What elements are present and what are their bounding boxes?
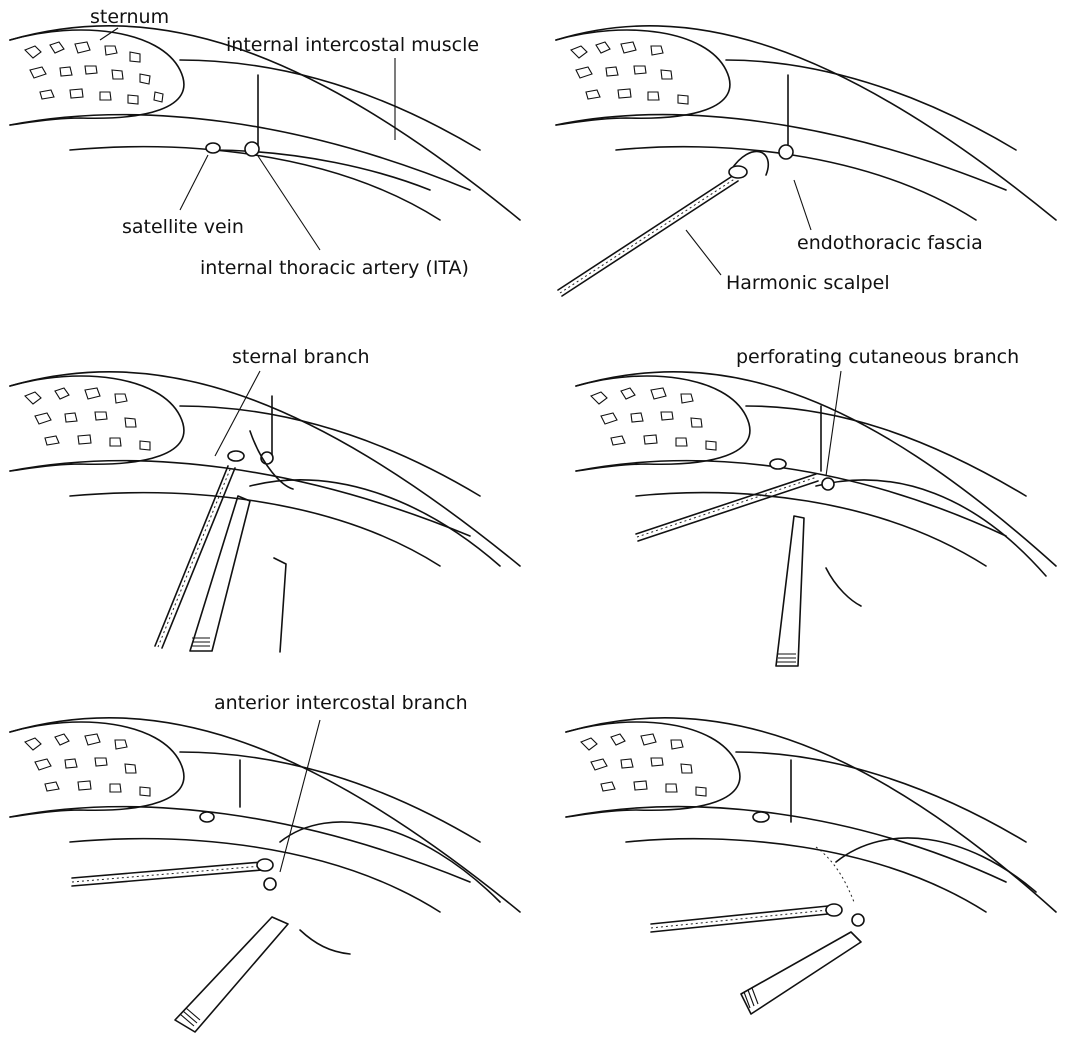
panel-4: perforating cutaneous branch: [536, 346, 1072, 692]
panel-2-drawing: [536, 0, 1072, 346]
chest-wall: [556, 26, 1056, 220]
sternum-trabecular-pattern: [25, 734, 150, 796]
label-anterior-intercostal-branch: anterior intercostal branch: [214, 692, 468, 714]
label-internal-thoracic-artery: internal thoracic artery (ITA): [200, 257, 469, 279]
panel-3: sternal branch: [0, 346, 536, 692]
label-satellite-vein: satellite vein: [122, 216, 244, 238]
sternum-outline: [10, 722, 184, 817]
label-harmonic-scalpel: Harmonic scalpel: [726, 272, 890, 294]
panel-6: [536, 692, 1072, 1038]
retractor-shape: [741, 932, 861, 1014]
ita-shape: [264, 878, 276, 890]
retractor-shape: [175, 917, 288, 1032]
sternum-trabecular-pattern: [25, 388, 150, 450]
satellite-vein-shape: [200, 812, 214, 822]
chest-wall: [566, 718, 1056, 912]
label-sternal-branch: sternal branch: [232, 346, 370, 368]
harmonic-scalpel-shape: [558, 166, 747, 296]
sternum-outline: [566, 722, 740, 817]
ita-shape: [822, 478, 834, 490]
panel-6-drawing: [536, 692, 1072, 1038]
panel-1: sternum internal intercostal muscle sate…: [0, 0, 536, 346]
sternal-branch-shape: [228, 451, 244, 461]
label-sternum: sternum: [90, 6, 169, 28]
ita-shape: [852, 914, 864, 926]
retractor-shape: [190, 496, 250, 651]
label-perforating-cutaneous-branch: perforating cutaneous branch: [736, 346, 1019, 368]
satellite-vein-shape: [206, 143, 220, 153]
chest-wall: [10, 372, 520, 566]
sternum-trabecular-pattern: [25, 42, 163, 104]
retraction-arrow: [826, 568, 861, 606]
sternum-trabecular-pattern: [591, 388, 716, 450]
ita-shape: [779, 145, 793, 159]
panel-5: anterior intercostal branch: [0, 692, 536, 1038]
panel-2: endothoracic fascia Harmonic scalpel: [536, 0, 1072, 346]
retraction-arrowhead: [274, 558, 286, 652]
satellite-vein-shape: [753, 812, 769, 822]
panel-4-drawing: [536, 346, 1072, 692]
sternum-outline: [10, 376, 184, 471]
harmonic-scalpel-shape: [72, 859, 273, 886]
retractor-shape: [776, 516, 804, 666]
panel-3-drawing: [0, 346, 536, 692]
label-internal-intercostal-muscle: internal intercostal muscle: [226, 34, 479, 56]
ita-shape: [245, 142, 259, 156]
retraction-arrow: [300, 930, 350, 954]
sternum-trabecular-pattern: [581, 734, 706, 796]
leader-lines: [215, 371, 260, 456]
leader-lines: [280, 720, 320, 872]
satellite-vein-shape: [770, 459, 786, 469]
label-endothoracic-fascia: endothoracic fascia: [797, 232, 983, 254]
harmonic-scalpel-shape: [651, 904, 842, 932]
sternum-trabecular-pattern: [571, 42, 688, 104]
leader-lines: [826, 371, 841, 476]
harmonic-scalpel-shape: [636, 474, 818, 541]
panel-5-drawing: [0, 692, 536, 1038]
sternum-outline: [576, 376, 750, 471]
